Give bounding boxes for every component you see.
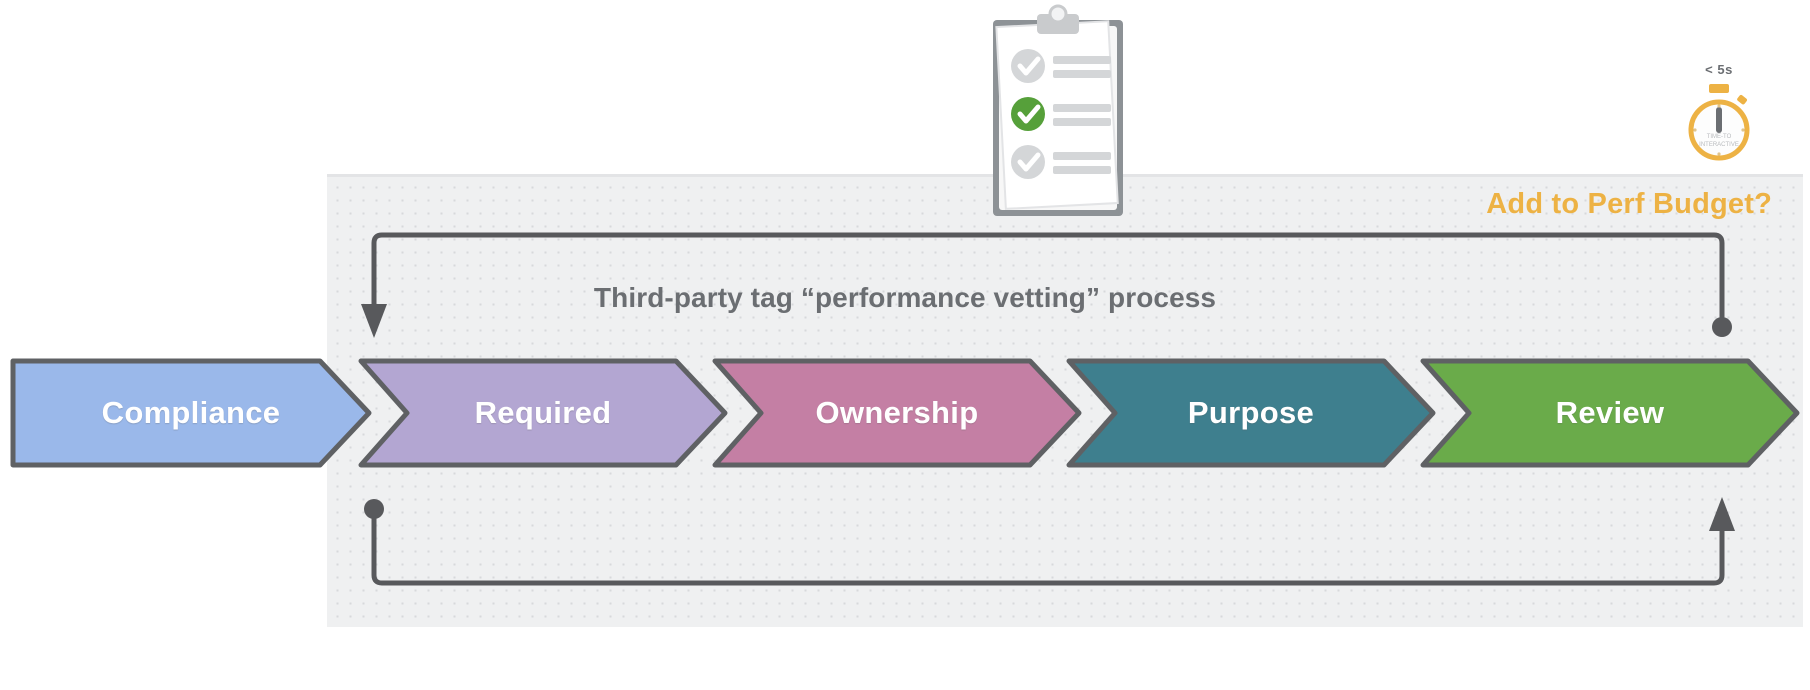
clipboard-checklist-icon	[993, 4, 1123, 216]
process-step-label: Purpose	[1187, 395, 1315, 430]
process-step-required[interactable]: Required	[358, 358, 728, 468]
chevron-shape	[712, 358, 1082, 468]
process-step-label: Review	[1555, 395, 1665, 430]
process-chevron-row: Compliance Required Ownership Purpose Re	[0, 358, 1810, 468]
stopwatch-dial-label-line2: INTERACTIVE	[1699, 142, 1739, 148]
process-caption: Third-party tag “performance vetting” pr…	[593, 282, 1217, 313]
process-step-ownership[interactable]: Ownership	[712, 358, 1082, 468]
stopwatch-badge: < 5s TIME-TO INTERACTIVE	[1676, 62, 1762, 167]
checkbox-unchecked	[1011, 145, 1045, 179]
stopwatch-value: < 5s	[1705, 62, 1733, 77]
chevron-shape	[1066, 358, 1436, 468]
process-step-label: Compliance	[101, 395, 281, 430]
checkbox-unchecked	[1011, 49, 1045, 83]
panel-title: Add to Perf Budget?	[1486, 188, 1772, 220]
process-step-compliance[interactable]: Compliance	[10, 358, 372, 468]
stopwatch-icon: TIME-TO INTERACTIVE	[1688, 84, 1750, 161]
process-step-label: Ownership	[815, 395, 979, 430]
chevron-shape	[10, 358, 372, 468]
chevron-shape	[358, 358, 728, 468]
checkbox-checked	[1011, 97, 1045, 131]
process-step-purpose[interactable]: Purpose	[1066, 358, 1436, 468]
stopwatch-dial-label-line1: TIME-TO	[1707, 134, 1732, 140]
chevron-shape	[1420, 358, 1800, 468]
process-step-review[interactable]: Review	[1420, 358, 1800, 468]
process-step-label: Required	[474, 395, 612, 430]
